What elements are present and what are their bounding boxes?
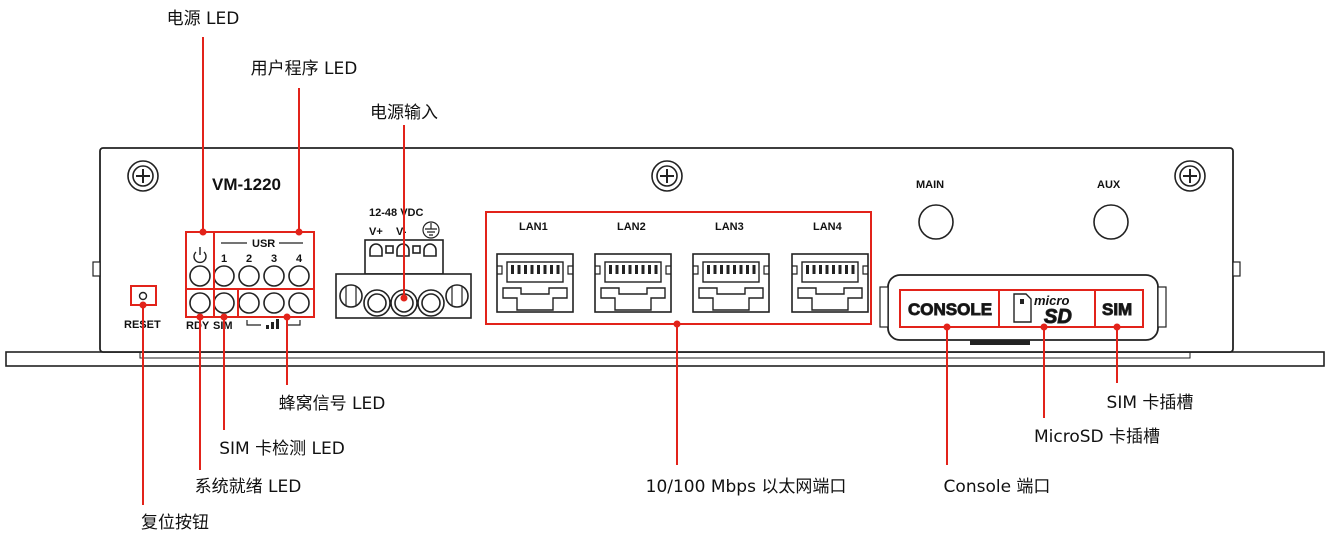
callout-console-port: Console 端口	[944, 477, 1051, 497]
sd-card-icon	[1013, 293, 1032, 323]
usr-group-label: USR	[252, 238, 275, 250]
rj45-port-icon[interactable]	[496, 253, 574, 313]
lan1-label: LAN1	[519, 221, 548, 233]
callout-microsd-slot: MicroSD 卡插槽	[1034, 427, 1160, 447]
cell-led-2	[263, 292, 285, 314]
callout-sim-slot: SIM 卡插槽	[1107, 393, 1194, 413]
usr-num-3: 3	[271, 253, 277, 265]
callout-ethernet: 10/100 Mbps 以太网端口	[646, 477, 847, 497]
signal-bars-icon	[266, 319, 279, 329]
usr-led-2	[238, 265, 260, 287]
mounting-flange	[5, 351, 1325, 367]
ground-icon	[422, 221, 440, 239]
usr-led-1	[213, 265, 235, 287]
antenna-main-connector[interactable]	[918, 204, 954, 240]
callout-sim-detect-led: SIM 卡检测 LED	[219, 439, 345, 459]
callout-power-led: 电源 LED	[167, 9, 240, 29]
usr-num-2: 2	[246, 253, 252, 265]
power-voltage-label: 12-48 VDC	[369, 207, 423, 219]
screw-icon	[127, 160, 159, 192]
callout-user-led: 用户程序 LED	[251, 59, 358, 79]
usr-num-1: 1	[221, 253, 227, 265]
callout-cellular-led: 蜂窝信号 LED	[279, 394, 386, 414]
callout-reset-button: 复位按钮	[141, 513, 209, 533]
lan4-label: LAN4	[813, 221, 843, 233]
sim-slot-label[interactable]: SIM	[1102, 300, 1133, 320]
cell-led-1	[238, 292, 260, 314]
lan3-label: LAN3	[715, 221, 744, 233]
usr-num-4: 4	[296, 253, 303, 265]
power-icon	[193, 247, 207, 264]
usr-led-3	[263, 265, 285, 287]
microsd-sd-label[interactable]: SD	[1044, 306, 1073, 329]
model-label: VM-1220	[212, 175, 281, 194]
rdy-led	[189, 292, 211, 314]
rj45-port-icon[interactable]	[692, 253, 770, 313]
terminal-vplus: V+	[369, 226, 383, 238]
rdy-label: RDY	[186, 320, 210, 332]
usr-led-4	[288, 265, 310, 287]
callout-power-input: 电源输入	[370, 103, 438, 123]
rj45-port-icon[interactable]	[791, 253, 869, 313]
callout-system-ready-led: 系统就绪 LED	[195, 477, 302, 497]
cell-led-highlight	[237, 288, 315, 318]
lan2-label: LAN2	[617, 221, 646, 233]
microsd-micro-label[interactable]: micro	[1034, 293, 1069, 308]
screw-icon	[1174, 160, 1206, 192]
reset-button[interactable]	[138, 291, 148, 301]
terminal-vminus: V-	[396, 226, 407, 238]
rj45-port-icon[interactable]	[594, 253, 672, 313]
antenna-aux-label: AUX	[1097, 179, 1121, 191]
antenna-main-label: MAIN	[916, 179, 944, 191]
power-led	[189, 265, 211, 287]
sim-led-label: SIM	[213, 320, 233, 332]
cell-led-3	[288, 292, 310, 314]
antenna-aux-connector[interactable]	[1093, 204, 1129, 240]
screw-icon	[651, 160, 683, 192]
sim-led	[213, 292, 235, 314]
console-port-label[interactable]: CONSOLE	[908, 300, 993, 320]
